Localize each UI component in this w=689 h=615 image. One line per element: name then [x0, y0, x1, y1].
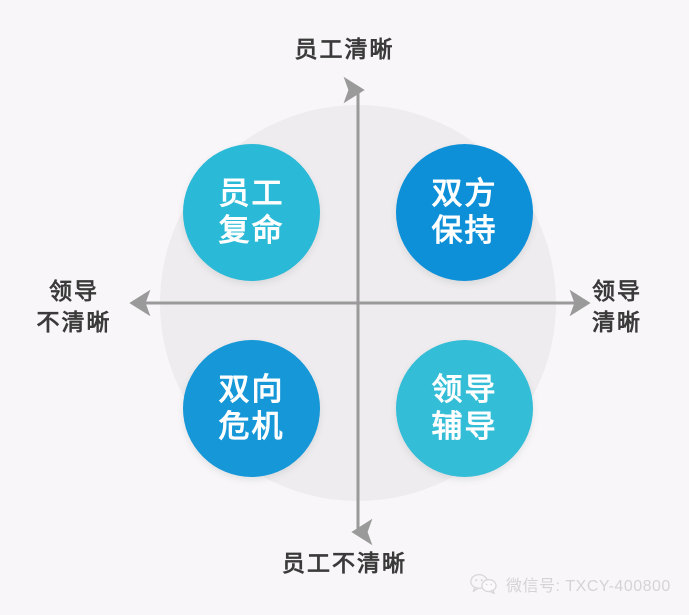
quadrant-bubble-bottom-left[interactable]: 双向 危机 — [183, 340, 320, 477]
quadrant-bubble-top-left[interactable]: 员工 复命 — [183, 144, 320, 281]
axis-label-left-line2: 不清晰 — [36, 309, 112, 336]
quadrant-label-line2: 辅导 — [431, 408, 498, 444]
quadrant-label-line2: 危机 — [218, 408, 285, 444]
quadrant-label-line1: 双方 — [431, 175, 498, 211]
axis-label-right-line1: 领导 — [592, 278, 642, 304]
axis-label-bottom: 员工不清晰 — [282, 550, 407, 576]
watermark: 微信号: TXCY-400800 — [470, 572, 671, 596]
wechat-icon — [470, 573, 498, 595]
axis-label-right-line2: 清晰 — [592, 309, 642, 336]
axis-label-right: 领导 清晰 — [592, 276, 688, 338]
quadrant-bubble-top-right[interactable]: 双方 保持 — [396, 144, 533, 281]
axis-label-left: 领导 不清晰 — [16, 276, 132, 338]
quadrant-label-line1: 员工 — [218, 175, 285, 211]
quadrant-label-line1: 双向 — [218, 371, 285, 407]
quadrant-bubble-bottom-right[interactable]: 领导 辅导 — [396, 340, 533, 477]
quadrant-label-line2: 保持 — [431, 212, 498, 248]
axis-label-left-line1: 领导 — [49, 278, 99, 304]
quadrant-label-line1: 领导 — [431, 371, 498, 407]
axis-label-top: 员工清晰 — [294, 36, 395, 62]
quadrant-label-line2: 复命 — [218, 212, 285, 248]
watermark-text: 微信号: TXCY-400800 — [506, 578, 671, 595]
